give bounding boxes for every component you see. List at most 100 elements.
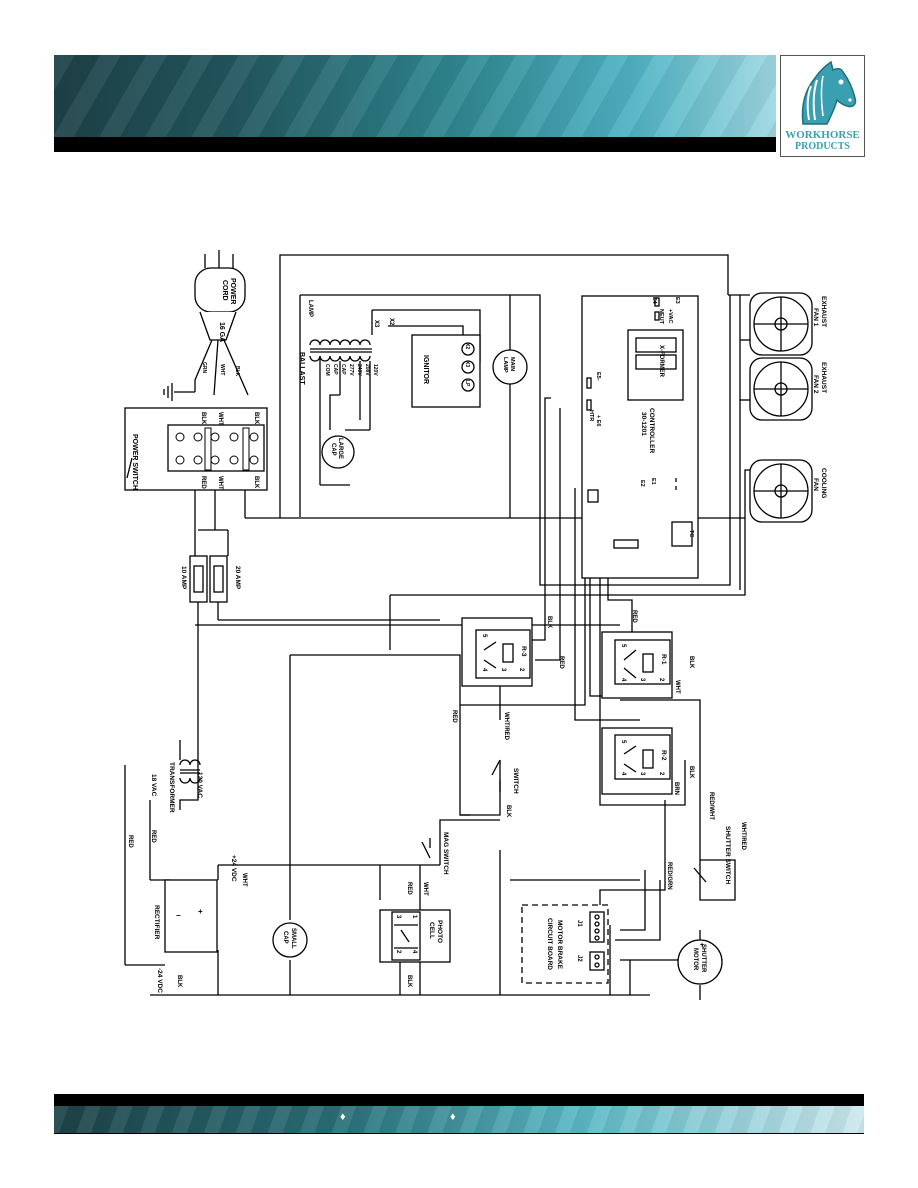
ignitor-pin-x2: X2	[464, 343, 470, 349]
gauge-label: 16 GA	[218, 322, 225, 342]
wire-label: BLK	[546, 616, 552, 629]
svg-text:−: −	[176, 911, 181, 920]
photo-cell-pin: 4	[411, 950, 417, 954]
svg-text:+: +	[700, 942, 704, 949]
wire-label: RED	[406, 882, 412, 895]
small-cap-label-2: CAP	[282, 931, 288, 944]
ballast-tap-277v: 277V	[348, 364, 354, 376]
fan-1-label: EXHAUST	[820, 296, 827, 327]
ballast-tap-cap: CAP	[340, 364, 346, 375]
wire-label: RED/WHT	[708, 792, 714, 820]
wiring-lines	[124, 254, 750, 1000]
fan-2-label: EXHAUST	[820, 362, 827, 393]
large-cap-label: LARGE	[337, 438, 343, 459]
relay-pin: 4	[620, 772, 626, 776]
cooling-fan-label-2: FAN	[812, 478, 819, 491]
relay-pin: 2	[658, 678, 664, 682]
power-cord-label-2: CORD	[221, 280, 228, 301]
svg-text:+: +	[198, 907, 203, 916]
horse-head-icon	[801, 60, 857, 125]
relay-pin: 2	[658, 772, 664, 776]
wire-label: RED	[451, 710, 457, 723]
photo-cell-pin: 2	[395, 950, 401, 954]
relay-r1: R-1 5 4 3 2	[601, 631, 673, 699]
wire-label: BLK	[688, 656, 694, 669]
large-cap: LARGE CAP	[321, 435, 355, 469]
wire-label: WHT	[217, 476, 223, 490]
motor-brake-label: MOTOR BRAKE	[556, 920, 563, 970]
wire-label: BLK	[253, 476, 259, 489]
relay-pin: 3	[639, 678, 645, 682]
ballast: BALLAST LAMP X2 X3 120V 208V 240V 277V C…	[298, 300, 394, 486]
wire-label: BLK	[406, 975, 412, 988]
wire-label: BLK	[505, 805, 511, 818]
rectifier-plus: +24 VDC	[230, 855, 237, 882]
header-banner	[54, 55, 776, 137]
relay-pin: 2	[518, 668, 524, 672]
switch-label: SWITCH	[512, 768, 519, 794]
cooling-fan: COOLING FAN	[749, 459, 827, 523]
company-logo: WORKHORSE PRODUCTS	[780, 55, 865, 157]
fuse-10a-label: 10 AMP	[180, 566, 187, 590]
relay-pin: 3	[639, 772, 645, 776]
xformer-label: X-FORMER	[658, 345, 664, 378]
shutter-switch-label: SHUTTER SWITCH	[724, 826, 731, 884]
photo-cell-pin: 3	[395, 915, 401, 919]
ignitor: IGNITOR X2 X3 LP	[411, 334, 481, 408]
j1-label: J1	[576, 920, 582, 927]
controller-vac: +VAC	[667, 309, 673, 323]
wire-label: WHT/RED	[503, 712, 509, 741]
exhaust-fan-1: EXHAUST FAN 1	[749, 292, 827, 356]
main-lamp-label-2: LAMP	[502, 357, 508, 373]
wire-label: RED	[150, 830, 156, 843]
relay-pin: 4	[481, 668, 487, 672]
power-switch-label: POWER SWITCH	[131, 434, 138, 490]
wire-labels: BLK RED RED BLK WHT RED WHT/RED BLK BRN …	[127, 610, 746, 988]
shutter-switch: SHUTTER SWITCH	[693, 826, 731, 884]
ballast-tap-com: COM	[324, 364, 330, 376]
wire-label: RED	[558, 656, 564, 669]
cooling-fan-label: COOLING	[820, 468, 827, 498]
controller: CONTROLLER 30-1201 X-FORMER E3 +VAC NEUT…	[581, 295, 699, 579]
controller-htr: HTR	[588, 410, 594, 421]
controller-title: CONTROLLER	[648, 408, 655, 453]
wire-label: BRN	[673, 782, 679, 795]
relay-pin: 5	[620, 644, 626, 648]
x2-tap-label: X2	[388, 318, 394, 326]
ballast-tap-240v: 240V	[356, 364, 362, 376]
fan-2-label-2: FAN 2	[812, 375, 819, 394]
wire-label: WHT	[217, 412, 223, 426]
wire-label: RED	[631, 610, 637, 623]
switch: SWITCH	[491, 759, 519, 794]
large-cap-label-2: CAP	[330, 443, 336, 456]
relay-pin: 5	[481, 634, 487, 638]
shutter-motor: + SHUTTER MOTOR	[677, 939, 723, 985]
wire-label: RED	[127, 835, 133, 848]
shutter-motor-label-2: MOTOR	[692, 948, 698, 971]
main-lamp: MAIN LAMP	[492, 349, 528, 385]
small-cap: SMALL CAP	[272, 922, 308, 958]
power-switch-block: POWER SWITCH BLK WHT BLK RED WHT BLK	[124, 407, 268, 491]
conductor-wht: WHT	[219, 364, 225, 375]
controller-neut: NEUT	[658, 309, 664, 325]
mag-switch-label: MAG SWITCH	[442, 832, 449, 875]
wire-label: RED	[200, 476, 206, 489]
wire-label: WHT	[241, 873, 247, 887]
footer-diamond-2: ♦	[450, 1111, 456, 1123]
mag-switch: MAG SWITCH	[421, 832, 449, 875]
transformer-label: TRANSFORMER	[168, 762, 175, 813]
photo-cell: PHOTO CELL 3 1 2 4	[379, 909, 451, 963]
transformer: TRANSFORMER 120 VAC 18 VAC	[150, 759, 203, 813]
controller-part-number: 30-1201	[640, 412, 647, 436]
ignitor-pin-lp: LP	[464, 380, 470, 387]
wire-label: BLK	[688, 766, 694, 779]
motor-brake-board: MOTOR BRAKE CIRCUIT BOARD J1 J2	[521, 904, 609, 984]
conductor-blk: BLK	[234, 366, 240, 377]
secondary-voltage: 18 VAC	[150, 774, 157, 797]
controller-e1: E1	[650, 478, 656, 485]
rectifier-label: RECTIFIER	[153, 905, 160, 940]
ignitor-label: IGNITOR	[422, 355, 429, 384]
wire-label: WHT	[422, 882, 428, 896]
footer-banner	[54, 1106, 864, 1133]
